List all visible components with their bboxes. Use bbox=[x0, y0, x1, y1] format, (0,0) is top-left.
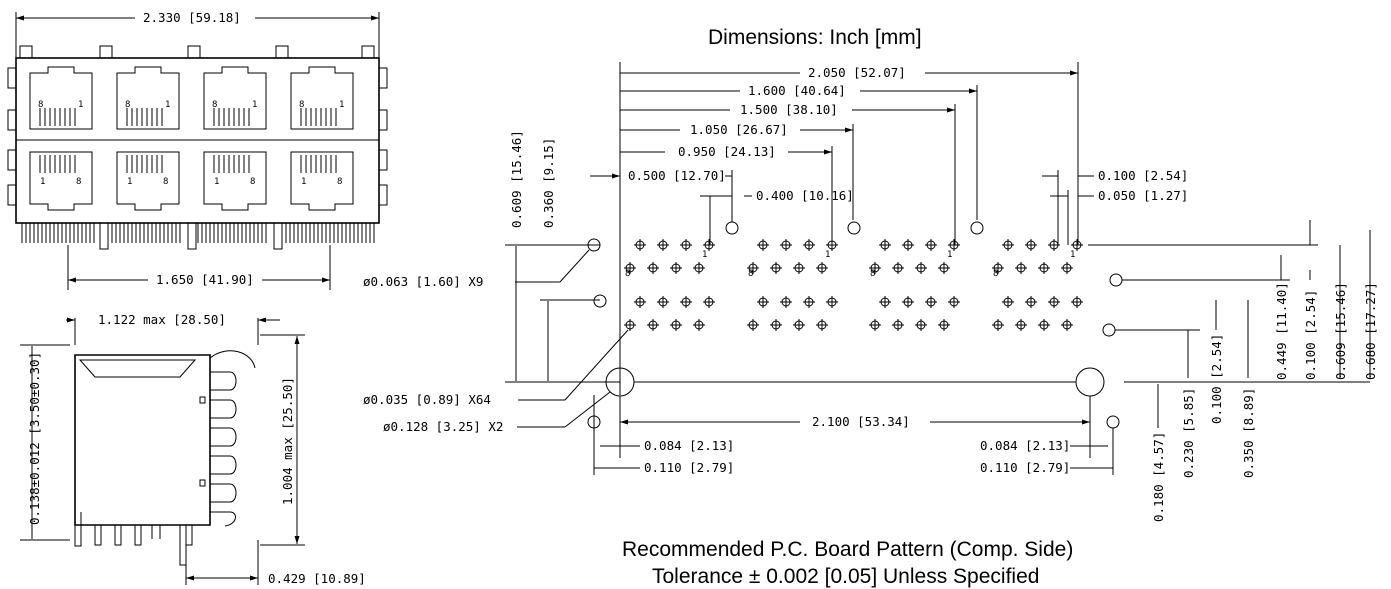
pin-label-eight: 8 bbox=[748, 269, 753, 279]
svg-text:ø0.063 [1.60] X9: ø0.063 [1.60] X9 bbox=[363, 274, 483, 289]
svg-text:1: 1 bbox=[339, 100, 344, 110]
svg-text:0.050 [1.27]: 0.050 [1.27] bbox=[1098, 188, 1188, 203]
pin-label-one: 1 bbox=[825, 250, 830, 260]
svg-text:0.180 [4.57]: 0.180 [4.57] bbox=[1151, 432, 1166, 522]
svg-text:0.100 [2.54]: 0.100 [2.54] bbox=[1209, 334, 1224, 424]
units-title: Dimensions: Inch [mm] bbox=[708, 26, 922, 49]
svg-text:8: 8 bbox=[212, 100, 217, 110]
svg-text:0.084 [2.13]: 0.084 [2.13] bbox=[644, 438, 734, 453]
side-max-depth: 1.122 max [28.50] bbox=[98, 312, 226, 327]
pin-label-one: 1 bbox=[1070, 250, 1075, 260]
svg-text:1: 1 bbox=[40, 177, 45, 187]
svg-text:8: 8 bbox=[76, 177, 81, 187]
svg-text:0.500 [12.70]: 0.500 [12.70] bbox=[628, 168, 726, 183]
pin-label-eight: 8 bbox=[625, 269, 630, 279]
svg-text:1.600 [40.64]: 1.600 [40.64] bbox=[748, 83, 846, 98]
svg-text:0.350 [8.89]: 0.350 [8.89] bbox=[1241, 388, 1256, 478]
front-pin-span: 1.650 [41.90] bbox=[156, 272, 254, 287]
port-bottom-1: 1 8 bbox=[29, 151, 93, 211]
svg-text:8: 8 bbox=[299, 100, 304, 110]
front-view: 2.330 [59.18] 8 1 8 1 bbox=[7, 10, 388, 290]
svg-text:0.400 [10.16]: 0.400 [10.16] bbox=[756, 188, 854, 203]
svg-text:1: 1 bbox=[127, 177, 132, 187]
port-bottom-4: 1 8 bbox=[290, 151, 354, 211]
port-bottom-3: 1 8 bbox=[203, 151, 267, 211]
port-top-4: 8 1 bbox=[290, 66, 354, 130]
pcb-pattern: Dimensions: Inch [mm] 2.050 [52.07] 1.60… bbox=[363, 26, 1378, 588]
svg-text:1: 1 bbox=[301, 177, 306, 187]
svg-text:8: 8 bbox=[163, 177, 168, 187]
svg-text:0.449 [11.40]: 0.449 [11.40] bbox=[1274, 282, 1289, 380]
pin-label-one: 1 bbox=[947, 250, 952, 260]
pin-label-one: 1 bbox=[702, 250, 707, 260]
svg-text:8: 8 bbox=[38, 100, 43, 110]
svg-text:1.500 [38.10]: 1.500 [38.10] bbox=[740, 102, 838, 117]
svg-text:1: 1 bbox=[165, 100, 170, 110]
svg-text:0.110 [2.79]: 0.110 [2.79] bbox=[644, 460, 734, 475]
svg-text:8: 8 bbox=[125, 100, 130, 110]
svg-text:0.680 [17.27]: 0.680 [17.27] bbox=[1363, 282, 1378, 380]
side-tail-offset: 0.429 [10.89] bbox=[268, 571, 366, 586]
svg-text:ø0.128 [3.25] X2: ø0.128 [3.25] X2 bbox=[383, 419, 503, 434]
svg-text:2.100 [53.34]: 2.100 [53.34] bbox=[812, 414, 910, 429]
side-max-height: 1.004 max [25.50] bbox=[280, 377, 295, 505]
port-bottom-2: 1 8 bbox=[116, 151, 180, 211]
side-standoff: 0.138±0.012 [3.50±0.30] bbox=[27, 352, 42, 525]
svg-text:ø0.035 [0.89] X64: ø0.035 [0.89] X64 bbox=[363, 392, 491, 407]
port-top-1: 8 1 bbox=[29, 66, 93, 130]
svg-text:0.110 [2.79]: 0.110 [2.79] bbox=[980, 460, 1070, 475]
caption-line-1: Recommended P.C. Board Pattern (Comp. Si… bbox=[622, 538, 1073, 561]
caption-line-2: Tolerance ± 0.002 [0.05] Unless Specifie… bbox=[652, 565, 1039, 588]
svg-text:0.084 [2.13]: 0.084 [2.13] bbox=[980, 438, 1070, 453]
svg-text:1.050 [26.67]: 1.050 [26.67] bbox=[690, 122, 788, 137]
svg-text:0.100 [2.54]: 0.100 [2.54] bbox=[1098, 168, 1188, 183]
svg-text:1: 1 bbox=[214, 177, 219, 187]
svg-text:0.100 [2.54]: 0.100 [2.54] bbox=[1303, 290, 1318, 380]
svg-text:2.050 [52.07]: 2.050 [52.07] bbox=[808, 65, 906, 80]
svg-text:8: 8 bbox=[337, 177, 342, 187]
top-dims: 2.050 [52.07] 1.600 [40.64] 1.500 [38.10… bbox=[590, 65, 1078, 245]
hole-callouts: ø0.063 [1.60] X9 ø0.035 [0.89] X64 ø0.12… bbox=[363, 249, 629, 434]
svg-text:0.609 [15.46]: 0.609 [15.46] bbox=[1333, 282, 1348, 380]
pin-label-eight: 8 bbox=[870, 269, 875, 279]
side-view: 1.122 max [28.50] 0.138±0.012 [3.50±0.30… bbox=[20, 312, 366, 586]
svg-text:8: 8 bbox=[250, 177, 255, 187]
front-overall-width: 2.330 [59.18] bbox=[143, 10, 241, 25]
svg-text:0.609 [15.46]: 0.609 [15.46] bbox=[509, 130, 524, 228]
svg-text:1: 1 bbox=[78, 100, 83, 110]
svg-text:0.950 [24.13]: 0.950 [24.13] bbox=[678, 144, 776, 159]
pin-label-eight: 8 bbox=[993, 269, 998, 279]
svg-text:0.230 [5.85]: 0.230 [5.85] bbox=[1181, 388, 1196, 478]
svg-text:1: 1 bbox=[252, 100, 257, 110]
port-top-2: 8 1 bbox=[116, 66, 180, 130]
pin-pads: 1 8 1 8 1 8 1 8 bbox=[624, 239, 1083, 331]
svg-text:0.360 [9.15]: 0.360 [9.15] bbox=[541, 138, 556, 228]
port-top-3: 8 1 bbox=[203, 66, 267, 130]
